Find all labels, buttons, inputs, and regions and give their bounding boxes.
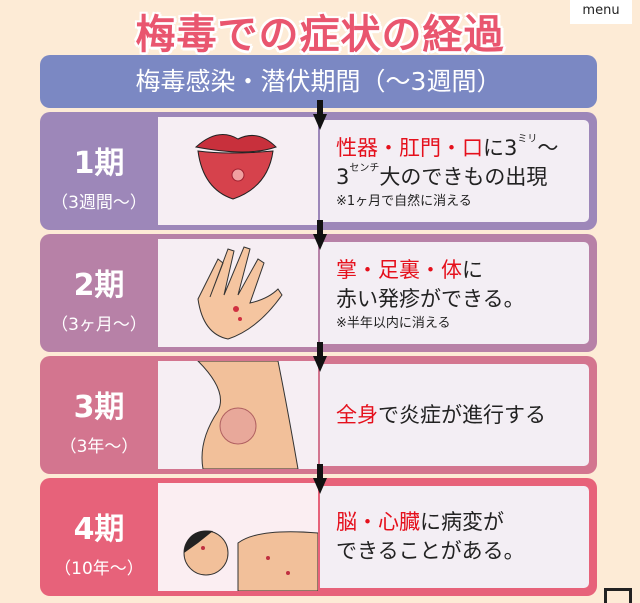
highlight-text: 掌・足裏・体	[336, 258, 462, 282]
stage-name: 2期	[73, 268, 125, 303]
stage-period: （10年〜）	[54, 559, 144, 579]
note: ※半年以内に消える	[336, 316, 451, 331]
stage-period: （3ヶ月〜）	[51, 315, 147, 335]
stage-3-label: 3期 （3年〜）	[40, 356, 158, 474]
text: 〜	[537, 136, 559, 160]
text: に	[462, 258, 483, 282]
incubation-header: 梅毒感染・潜伏期間（〜3週間）	[40, 55, 597, 108]
text: 赤い発疹ができる。	[336, 287, 525, 311]
stage-period: （3年〜）	[59, 437, 139, 457]
stage-4-label: 4期 （10年〜）	[40, 478, 158, 596]
arrow-down-icon	[313, 464, 327, 494]
text: 3	[336, 165, 350, 189]
note: ※1ヶ月で自然に消える	[336, 194, 472, 209]
hand-illustration	[158, 239, 318, 347]
arrow-down-icon	[313, 220, 327, 250]
lips-illustration	[158, 117, 318, 225]
menu-button[interactable]: menu	[570, 0, 632, 24]
text: に3	[483, 136, 518, 160]
stage-4-description: 脳・心臓に病変が できることがある。	[320, 483, 592, 591]
unit: センチ	[349, 163, 380, 174]
highlight-text: 脳・心臓	[336, 510, 420, 534]
stage-1-description: 性器・肛門・口に3ミリ〜 3センチ大のできもの出現 ※1ヶ月で自然に消える	[320, 117, 592, 225]
stage-1-label: 1期 （3週間〜）	[40, 112, 158, 230]
corner-icon	[604, 588, 632, 603]
text: に病変が	[420, 510, 504, 534]
stage-name: 1期	[73, 146, 125, 181]
stage-1-row: 1期 （3週間〜） 性器・肛門・口に3ミリ〜 3センチ大のできもの出現 ※1ヶ月で…	[40, 112, 597, 230]
highlight-text: 性器・肛門・口	[336, 136, 483, 160]
stage-name: 3期	[73, 390, 125, 425]
stage-period: （3週間〜）	[51, 193, 147, 213]
page-title: 梅毒での症状の経過	[135, 12, 505, 58]
patient-illustration	[158, 483, 319, 592]
stage-2-description: 掌・足裏・体に 赤い発疹ができる。 ※半年以内に消える	[320, 239, 592, 347]
text: で炎症が進行する	[378, 402, 546, 427]
stage-3-row: 3期 （3年〜） 全身で炎症が進行する	[40, 356, 597, 474]
stage-name: 4期	[73, 512, 125, 547]
stage-2-label: 2期 （3ヶ月〜）	[40, 234, 158, 352]
stage-3-description: 全身で炎症が進行する	[320, 361, 592, 469]
text: 大のできもの出現	[379, 165, 548, 189]
unit: ミリ	[517, 134, 538, 145]
highlight-text: 全身	[336, 402, 378, 427]
arrow-down-icon	[313, 342, 327, 372]
stage-4-row: 4期 （10年〜） 脳・心臓に病変が できることがある。	[40, 478, 597, 596]
stage-2-row: 2期 （3ヶ月〜） 掌・足裏・体に 赤い発疹ができる。 ※半年以内に消える	[40, 234, 597, 352]
back-illustration	[158, 360, 318, 470]
arrow-down-icon	[313, 100, 327, 130]
text: できることがある。	[336, 539, 525, 563]
